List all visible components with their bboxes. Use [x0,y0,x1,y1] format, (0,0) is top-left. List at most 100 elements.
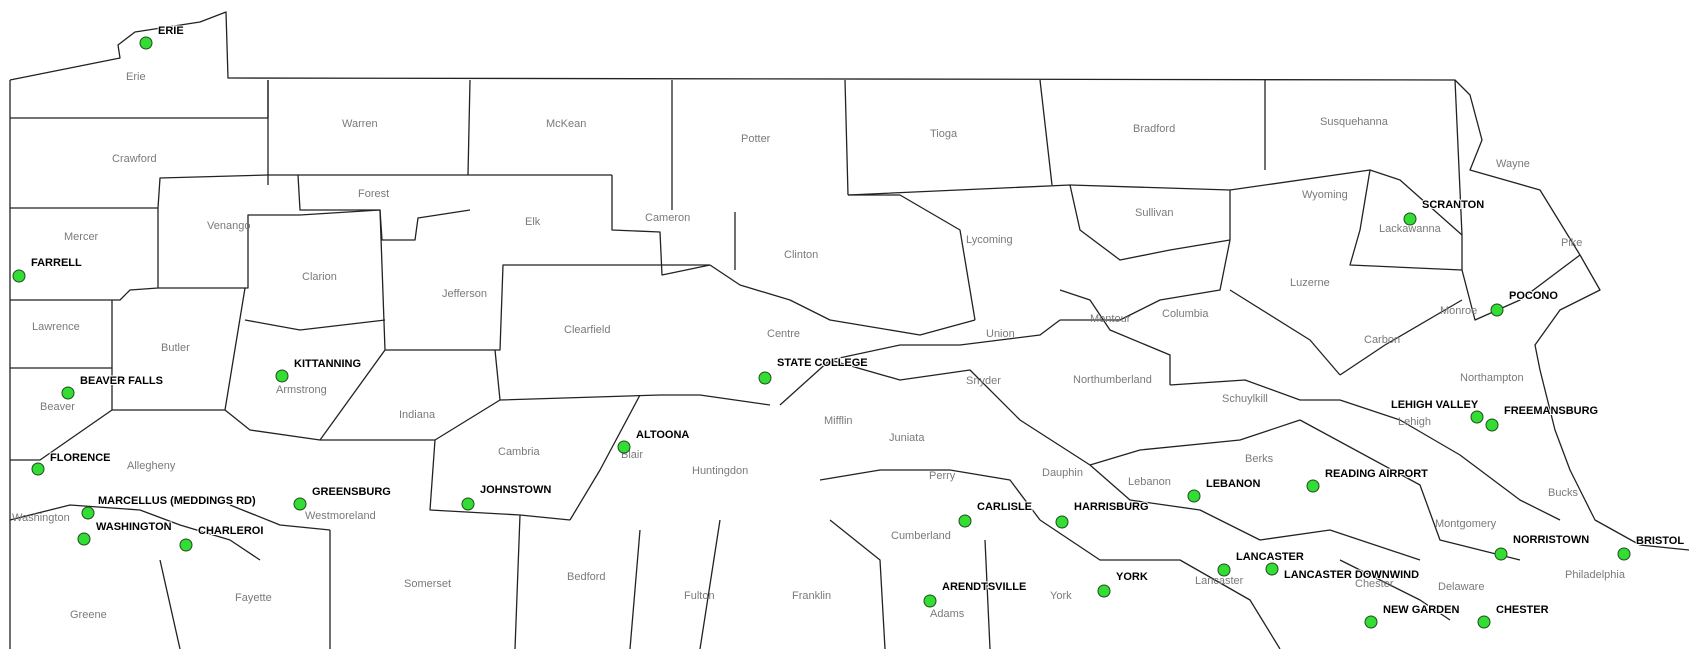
county-label: Fulton [684,590,715,602]
site-marker[interactable]: ERIE [139,24,185,50]
county-label: Lycoming [966,234,1013,246]
site-dot[interactable] [12,269,26,283]
county-label: Juniata [889,432,925,444]
site-dot[interactable] [1306,479,1320,493]
site-dot[interactable] [1265,562,1279,576]
site-dot[interactable] [1470,410,1484,424]
county-label: Dauphin [1042,467,1083,479]
site-dot[interactable] [958,514,972,528]
site-dot[interactable] [1364,615,1378,629]
site-label: READING AIRPORT [1325,468,1428,480]
site-marker[interactable]: NEW GARDEN [1364,603,1460,629]
county-label: Perry [929,470,956,482]
county-label: Mercer [64,231,99,243]
site-marker[interactable]: WASHINGTON [77,520,173,546]
site-dot[interactable] [275,369,289,383]
county-label: Lawrence [32,321,80,333]
site-marker[interactable]: READING AIRPORT [1306,467,1429,493]
county-label: Potter [741,133,771,145]
county-label: Carbon [1364,334,1400,346]
site-label: JOHNSTOWN [480,484,551,496]
county-label: Philadelphia [1565,569,1626,581]
county-label: Luzerne [1290,277,1330,289]
county-label: Bradford [1133,123,1175,135]
site-dot[interactable] [1485,418,1499,432]
site-label: ERIE [158,25,184,37]
site-marker[interactable]: POCONO [1490,289,1559,317]
site-marker[interactable]: GREENSBURG [293,485,392,511]
county-label: Delaware [1438,581,1484,593]
site-dot[interactable] [1477,615,1491,629]
site-dot[interactable] [758,371,772,385]
site-dot[interactable] [179,538,193,552]
site-label: FLORENCE [50,452,111,464]
county-label: Lehigh [1398,416,1431,428]
site-dot[interactable] [77,532,91,546]
county-label: Bucks [1548,487,1578,499]
site-label: GREENSBURG [312,486,391,498]
site-dot[interactable] [1055,515,1069,529]
site-dot[interactable] [139,36,153,50]
site-marker[interactable]: FARRELL [12,256,83,283]
county-label: Pike [1561,237,1582,249]
site-marker[interactable]: CHESTER [1477,603,1550,629]
site-dot[interactable] [923,594,937,608]
county-label: Columbia [1162,308,1209,320]
county-label: Cameron [645,212,690,224]
site-marker[interactable]: FREEMANSBURG [1485,404,1599,432]
county-label: McKean [546,118,586,130]
site-marker[interactable]: JOHNSTOWN [461,483,552,511]
site-dot[interactable] [1403,212,1417,226]
site-marker[interactable]: ALTOONA [617,428,690,454]
site-label: BEAVER FALLS [80,375,163,387]
site-dot[interactable] [81,506,95,520]
site-marker[interactable]: YORK [1097,570,1149,598]
site-marker[interactable]: BEAVER FALLS [61,374,164,400]
site-dot[interactable] [1187,489,1201,503]
site-marker[interactable]: LANCASTER DOWNWIND [1265,562,1420,582]
site-label: CARLISLE [977,501,1032,513]
site-dot[interactable] [293,497,307,511]
county-label: Montour [1090,313,1131,325]
site-marker[interactable]: HARRISBURG [1055,500,1150,529]
site-marker[interactable]: LEHIGH VALLEY [1390,398,1484,424]
site-marker[interactable]: SCRANTON [1403,198,1485,226]
site-dot[interactable] [1097,584,1111,598]
county-label: Lackawanna [1379,223,1442,235]
site-marker[interactable]: BRISTOL [1617,534,1685,561]
site-label: ALTOONA [636,429,689,441]
site-dot[interactable] [1217,563,1231,577]
county-label: Adams [930,608,965,620]
site-marker[interactable]: STATE COLLEGE [758,356,869,385]
site-dot[interactable] [1490,303,1504,317]
county-label: Montgomery [1435,518,1497,530]
site-marker[interactable]: NORRISTOWN [1494,533,1590,561]
site-marker[interactable]: KITTANNING [275,357,362,383]
county-label: Snyder [966,375,1001,387]
county-label: Mifflin [824,415,853,427]
site-dot[interactable] [461,497,475,511]
county-label: Venango [207,220,250,232]
county-label: Northumberland [1073,374,1152,386]
county-label: Butler [161,342,190,354]
site-dot[interactable] [61,386,75,400]
site-marker[interactable]: CHARLEROI [179,524,264,552]
county-label: Chester [1355,578,1394,590]
site-dot[interactable] [1617,547,1631,561]
county-labels: Erie Warren McKean Potter Tioga Bradford… [12,71,1626,621]
site-marker[interactable]: MARCELLUS (MEDDINGS RD) [81,494,257,520]
county-label: Indiana [399,409,436,421]
site-dot[interactable] [617,440,631,454]
site-label: BRISTOL [1636,535,1684,547]
site-marker[interactable]: LANCASTER [1217,550,1305,577]
site-marker[interactable]: CARLISLE [958,500,1033,528]
site-marker[interactable]: FLORENCE [31,451,112,476]
site-label: WASHINGTON [96,521,172,533]
site-dot[interactable] [1494,547,1508,561]
site-dot[interactable] [31,462,45,476]
site-label: KITTANNING [294,358,361,370]
site-marker[interactable]: ARENDTSVILLE [923,580,1027,608]
county-label: Franklin [792,590,831,602]
site-marker[interactable]: LEBANON [1187,477,1261,503]
